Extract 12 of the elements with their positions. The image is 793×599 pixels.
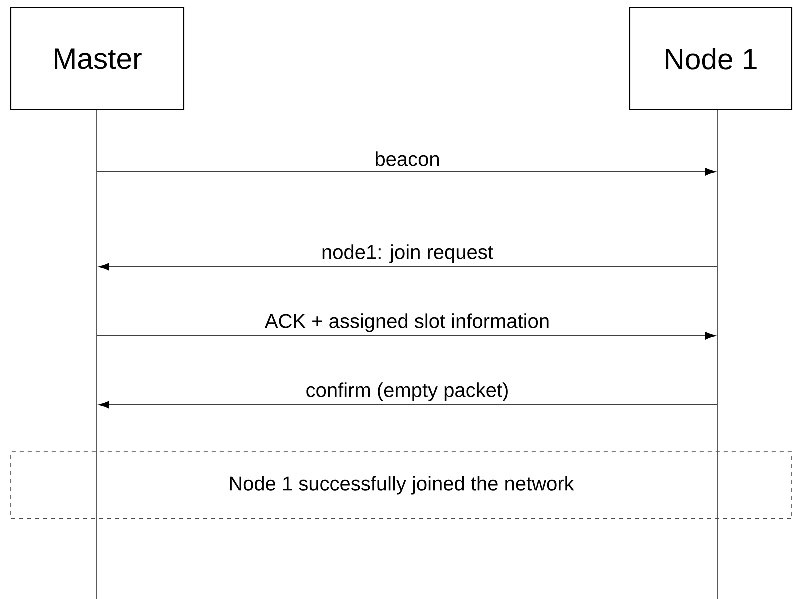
edge-label: confirm (empty packet) — [306, 382, 508, 402]
participant-box: Node 1 — [629, 7, 793, 111]
message-arrow — [97, 168, 716, 176]
status-band: Node 1 successfully joined the network — [10, 452, 792, 520]
message-arrow — [98, 263, 718, 271]
message-arrow — [97, 332, 716, 340]
edge-label: node1: join request — [322, 244, 494, 264]
participant-box: Master — [10, 7, 185, 111]
lifeline — [96, 110, 98, 599]
message-arrow — [98, 401, 718, 409]
edge-label: beacon — [376, 152, 439, 166]
edge-label: ACK + assigned slot information — [264, 314, 549, 332]
